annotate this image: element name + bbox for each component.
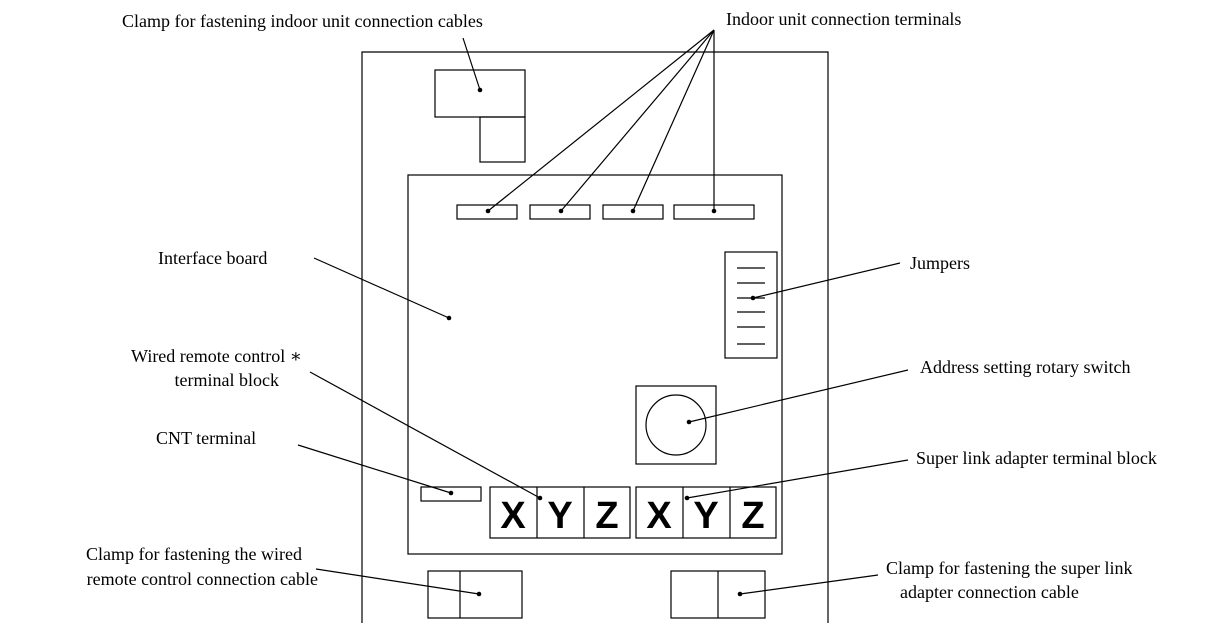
label-clamp-indoor: Clamp for fastening indoor unit connecti… bbox=[122, 11, 483, 31]
label-interface-board: Interface board bbox=[158, 248, 267, 268]
remote-terminal-y: Y bbox=[547, 495, 572, 537]
super-terminal-x: X bbox=[646, 495, 672, 537]
super-link-cable-clamp bbox=[670, 570, 766, 619]
label-indoor-terminals: Indoor unit connection terminals bbox=[726, 9, 961, 29]
label-wired-remote-line2: terminal block bbox=[175, 370, 279, 390]
indoor-connection-terminals bbox=[456, 204, 755, 220]
super-terminal-y: Y bbox=[693, 495, 718, 537]
label-clamp-super-line1: Clamp for fastening the super link bbox=[886, 558, 1132, 578]
label-clamp-wired-line1: Clamp for fastening the wired bbox=[86, 544, 302, 564]
leader-lines bbox=[297, 29, 909, 595]
label-wired-remote-line1: Wired remote control ∗ bbox=[131, 346, 302, 366]
label-super-link-block: Super link adapter terminal block bbox=[916, 448, 1157, 468]
label-jumpers: Jumpers bbox=[910, 253, 970, 273]
enclosure-outline bbox=[361, 51, 829, 623]
remote-terminal-block: X Y Z bbox=[489, 486, 631, 539]
address-rotary-switch bbox=[635, 385, 717, 465]
label-cnt-terminal: CNT terminal bbox=[156, 428, 256, 448]
super-terminal-z: Z bbox=[741, 495, 764, 537]
label-clamp-wired-line2: remote control connection cable bbox=[87, 569, 318, 589]
remote-terminal-z: Z bbox=[595, 495, 618, 537]
indoor-cable-clamp bbox=[434, 69, 526, 163]
remote-terminal-x: X bbox=[500, 495, 526, 537]
indoor-terminal-2 bbox=[529, 204, 591, 220]
leader-dots bbox=[446, 87, 756, 597]
label-clamp-super-line2: adapter connection cable bbox=[900, 582, 1079, 602]
cnt-terminal bbox=[420, 486, 482, 502]
label-address-switch: Address setting rotary switch bbox=[920, 357, 1130, 377]
jumper-block bbox=[724, 251, 778, 359]
wired-remote-cable-clamp bbox=[427, 570, 523, 619]
interface-board bbox=[407, 174, 783, 555]
super-link-terminal-block: X Y Z bbox=[635, 486, 777, 539]
indoor-terminal-3 bbox=[602, 204, 664, 220]
indoor-terminal-1 bbox=[456, 204, 518, 220]
